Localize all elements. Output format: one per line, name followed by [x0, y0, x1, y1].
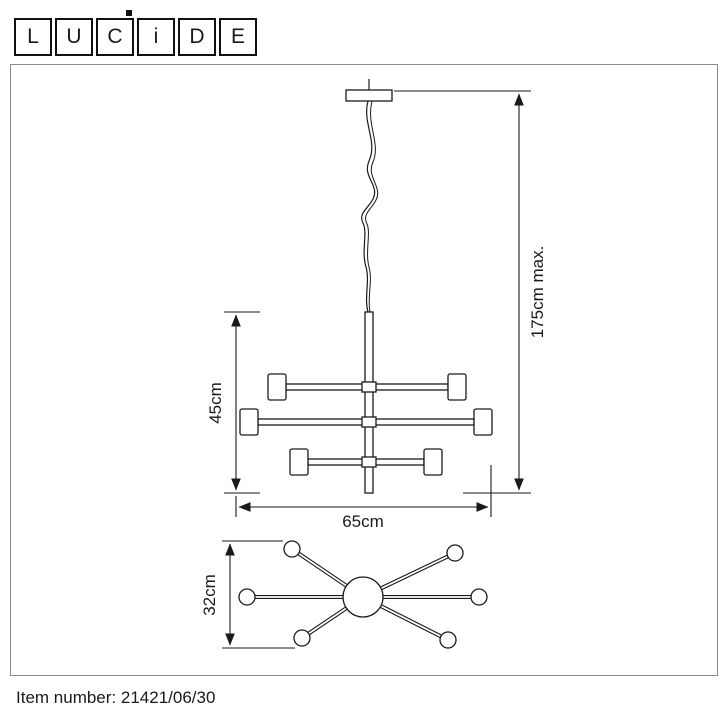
logo-letter-box: C: [96, 18, 134, 56]
top-view-head: [283, 540, 301, 558]
dimension-max-height: 175cm max.: [394, 90, 547, 494]
arm-collar: [361, 416, 377, 428]
dim-label-fixture-height: 45cm: [206, 382, 225, 424]
logo-letter: U: [66, 25, 82, 48]
arm-collar: [361, 381, 377, 393]
logo-letter: E: [230, 25, 245, 48]
lamp-head: [447, 373, 467, 401]
top-view-hub: [342, 576, 384, 618]
lamp-arm-middle: [239, 408, 493, 436]
arm-collar: [361, 456, 377, 468]
top-view-head: [446, 544, 464, 562]
logo-letter-box: L: [14, 18, 52, 56]
lamp-head: [267, 373, 287, 401]
dimension-fixture-height: 45cm: [206, 311, 260, 494]
logo-letter: C: [107, 25, 123, 48]
lamp-head: [473, 408, 493, 436]
suspension-cable-strand: [365, 100, 379, 313]
logo-letter-box: i: [137, 18, 175, 56]
dim-label-depth: 32cm: [200, 574, 219, 616]
brand-logo: L U C i D E: [14, 10, 257, 56]
top-view-head: [439, 631, 457, 649]
top-view-head: [238, 588, 256, 606]
technical-drawing: 45cm 175cm max. 65cm: [200, 79, 547, 649]
drawing-frame: 45cm 175cm max. 65cm: [10, 64, 718, 676]
logo-letter: L: [27, 25, 39, 48]
dimension-width: 65cm: [235, 465, 492, 531]
top-view: [238, 540, 488, 649]
dimension-depth: 32cm: [200, 540, 295, 649]
logo-i-dot: [126, 10, 132, 16]
logo-letter: i: [153, 25, 159, 48]
dim-label-max-height: 175cm max.: [528, 246, 547, 339]
logo-letter: D: [189, 25, 205, 48]
logo-letter-box: E: [219, 18, 257, 56]
suspension-cable: [361, 100, 376, 313]
lamp-head: [423, 448, 443, 476]
ceiling-canopy: [345, 89, 393, 102]
lamp-arm-top: [267, 373, 467, 401]
lamp-arm-bottom: [289, 448, 443, 476]
dim-label-width: 65cm: [342, 512, 384, 531]
lamp-head: [239, 408, 259, 436]
logo-letter-box: D: [178, 18, 216, 56]
item-number: Item number: 21421/06/30: [16, 688, 216, 707]
lamp-head: [289, 448, 309, 476]
top-view-head: [293, 629, 311, 647]
stem-rod: [364, 311, 374, 494]
logo-letter-box: U: [55, 18, 93, 56]
top-view-head: [470, 588, 488, 606]
logo-letter-boxes: L U C i D E: [14, 18, 257, 56]
